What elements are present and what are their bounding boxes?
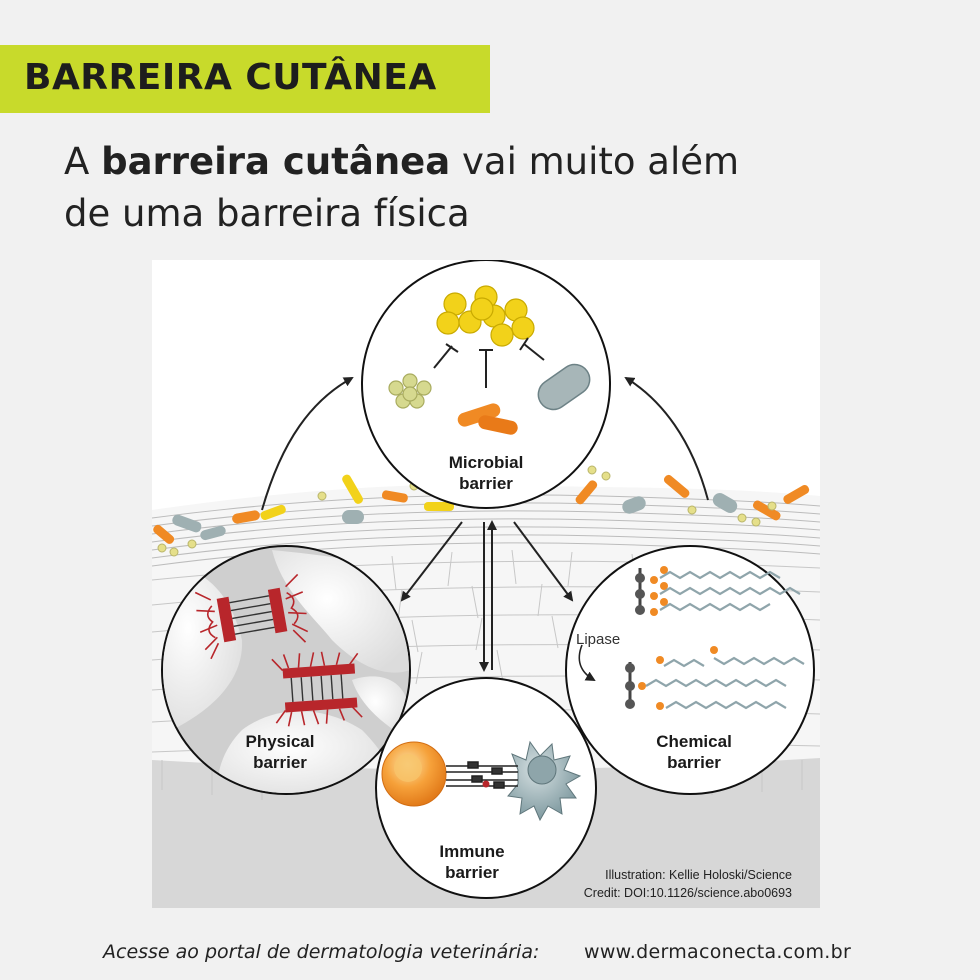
- chemical-label-2: barrier: [667, 753, 721, 772]
- immune-label-1: Immune: [439, 842, 504, 861]
- fungus-cell: [537, 363, 591, 411]
- physical-label-2: barrier: [253, 753, 307, 772]
- title-tag-text: BARREIRA CUTÂNEA: [24, 57, 437, 98]
- microbial-label-2: barrier: [459, 474, 513, 493]
- microbial-label-1: Microbial: [449, 453, 524, 472]
- headline-bold: barreira cutânea: [101, 140, 451, 183]
- desmosome-2: [271, 651, 363, 727]
- triglyceride-molecule: [635, 566, 801, 616]
- footer: Acesse ao portal de dermatologia veterin…: [0, 937, 980, 973]
- skin-barrier-illustration: Microbial barrier: [152, 260, 820, 908]
- headline-line-2: de uma barreira física: [64, 192, 470, 235]
- connecting-arrows: [261, 376, 709, 672]
- doi-credit: Credit: DOI:10.1126/science.abo0693: [584, 886, 792, 900]
- desmosome-1: [194, 573, 309, 660]
- free-fatty-acids: [625, 646, 805, 710]
- pale-cocci-cluster: [388, 373, 432, 409]
- footer-url-link[interactable]: www.dermaconecta.com.br: [584, 941, 852, 963]
- dendritic-cell: [507, 740, 582, 822]
- microbial-barrier-circle: Microbial barrier: [361, 260, 611, 509]
- yellow-cocci-cluster: [436, 285, 535, 347]
- chemical-label-1: Chemical: [656, 732, 732, 751]
- title-tag: BARREIRA CUTÂNEA: [0, 45, 490, 113]
- immune-label-2: barrier: [445, 863, 499, 882]
- orange-rod-bacteria: [457, 403, 501, 427]
- footer-lead-text: Acesse ao portal de dermatologia veterin…: [103, 941, 540, 963]
- chemical-barrier-circle: Lipase Chemical barrier: [565, 545, 815, 795]
- headline-suffix: vai muito além: [450, 140, 740, 183]
- headline-line-1: A barreira cutânea vai muito além: [64, 136, 924, 188]
- illustration-credit: Illustration: Kellie Holoski/Science: [605, 868, 792, 882]
- lipase-label: Lipase: [576, 631, 620, 648]
- headline-prefix: A: [64, 140, 102, 183]
- headline: A barreira cutânea vai muito além de uma…: [64, 136, 924, 240]
- immune-synapse: [446, 761, 518, 789]
- physical-label-1: Physical: [246, 732, 315, 751]
- immune-barrier-circle: Immune barrier: [375, 677, 597, 899]
